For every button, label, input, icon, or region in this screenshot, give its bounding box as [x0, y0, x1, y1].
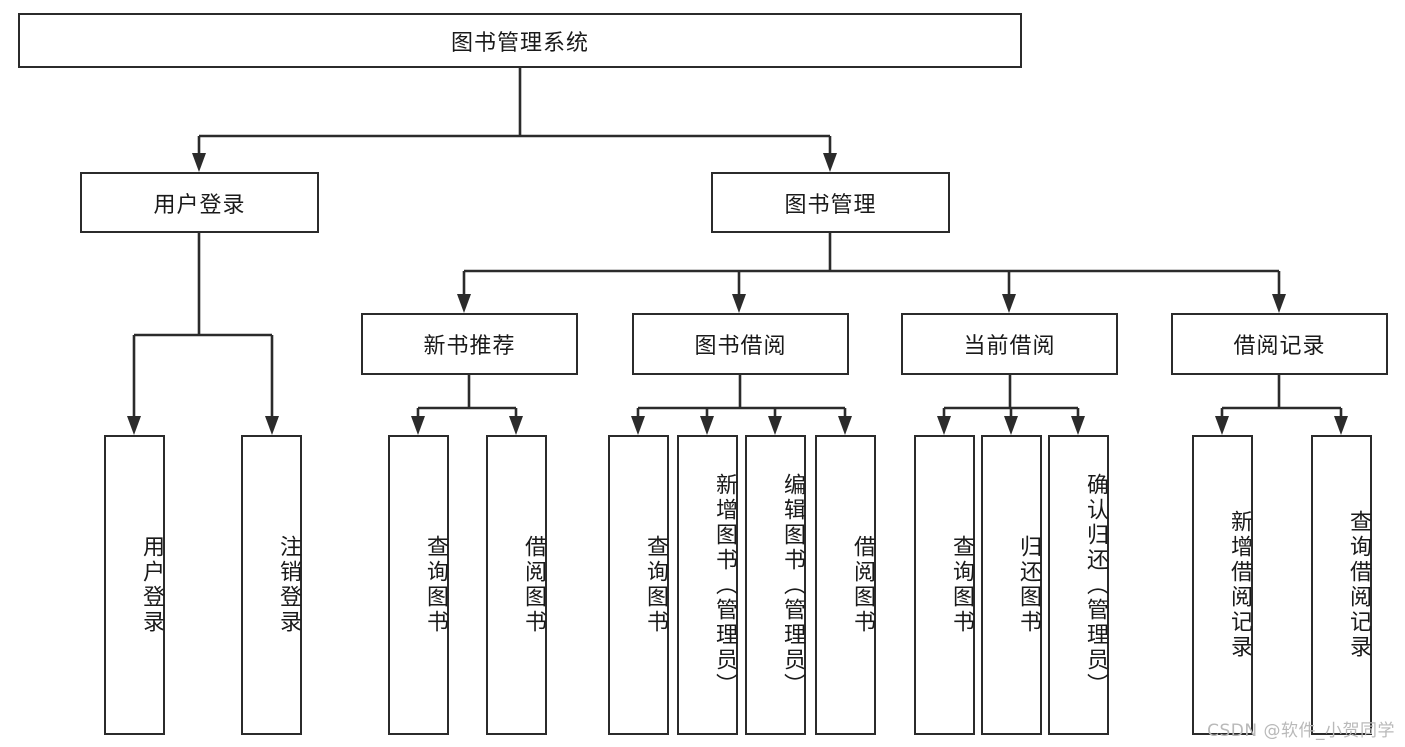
leaf-query-book-current[interactable]: 查询图书 [914, 435, 975, 735]
arrowhead-nbr-leaf1 [411, 416, 425, 435]
node-user-login[interactable]: 用户登录 [80, 172, 319, 233]
arrowhead-book-manage [823, 153, 837, 172]
arrowhead-cb-leaf1 [937, 416, 951, 435]
node-new-book-recommend[interactable]: 新书推荐 [361, 313, 578, 375]
arrowhead-bb-leaf1 [631, 416, 645, 435]
leaf-query-book-borrow[interactable]: 查询图书 [608, 435, 669, 735]
arrowhead-cb-leaf3 [1071, 416, 1085, 435]
leaf-borrow-book-recommend[interactable]: 借阅图书 [486, 435, 547, 735]
arrowhead-book-borrow [732, 294, 746, 313]
node-current-borrow[interactable]: 当前借阅 [901, 313, 1118, 375]
arrowhead-user-login [192, 153, 206, 172]
arrowhead-current-borrow [1002, 294, 1016, 313]
arrowhead-borrow-record [1272, 294, 1286, 313]
leaf-return-book[interactable]: 归还图书 [981, 435, 1042, 735]
arrowhead-leaf-user-login [127, 416, 141, 435]
arrowhead-nbr-leaf2 [509, 416, 523, 435]
leaf-query-borrow-record[interactable]: 查询借阅记录 [1311, 435, 1372, 735]
leaf-add-book-admin[interactable]: 新增图书（管理员） [677, 435, 738, 735]
arrowhead-bb-leaf3 [768, 416, 782, 435]
arrowhead-bb-leaf4 [838, 416, 852, 435]
node-borrow-record[interactable]: 借阅记录 [1171, 313, 1388, 375]
arrowhead-cb-leaf2 [1004, 416, 1018, 435]
leaf-borrow-book[interactable]: 借阅图书 [815, 435, 876, 735]
arrowhead-leaf-logout [265, 416, 279, 435]
leaf-edit-book-admin[interactable]: 编辑图书（管理员） [745, 435, 806, 735]
node-root-book-management-system[interactable]: 图书管理系统 [18, 13, 1022, 68]
node-book-borrow[interactable]: 图书借阅 [632, 313, 849, 375]
leaf-logout[interactable]: 注销登录 [241, 435, 302, 735]
leaf-confirm-return-admin[interactable]: 确认归还（管理员） [1048, 435, 1109, 735]
arrowhead-br-leaf2 [1334, 416, 1348, 435]
arrowhead-bb-leaf2 [700, 416, 714, 435]
leaf-add-borrow-record[interactable]: 新增借阅记录 [1192, 435, 1253, 735]
leaf-query-book-recommend[interactable]: 查询图书 [388, 435, 449, 735]
arrowhead-br-leaf1 [1215, 416, 1229, 435]
arrowhead-new-book-recommend [457, 294, 471, 313]
leaf-user-login[interactable]: 用户登录 [104, 435, 165, 735]
node-book-management[interactable]: 图书管理 [711, 172, 950, 233]
